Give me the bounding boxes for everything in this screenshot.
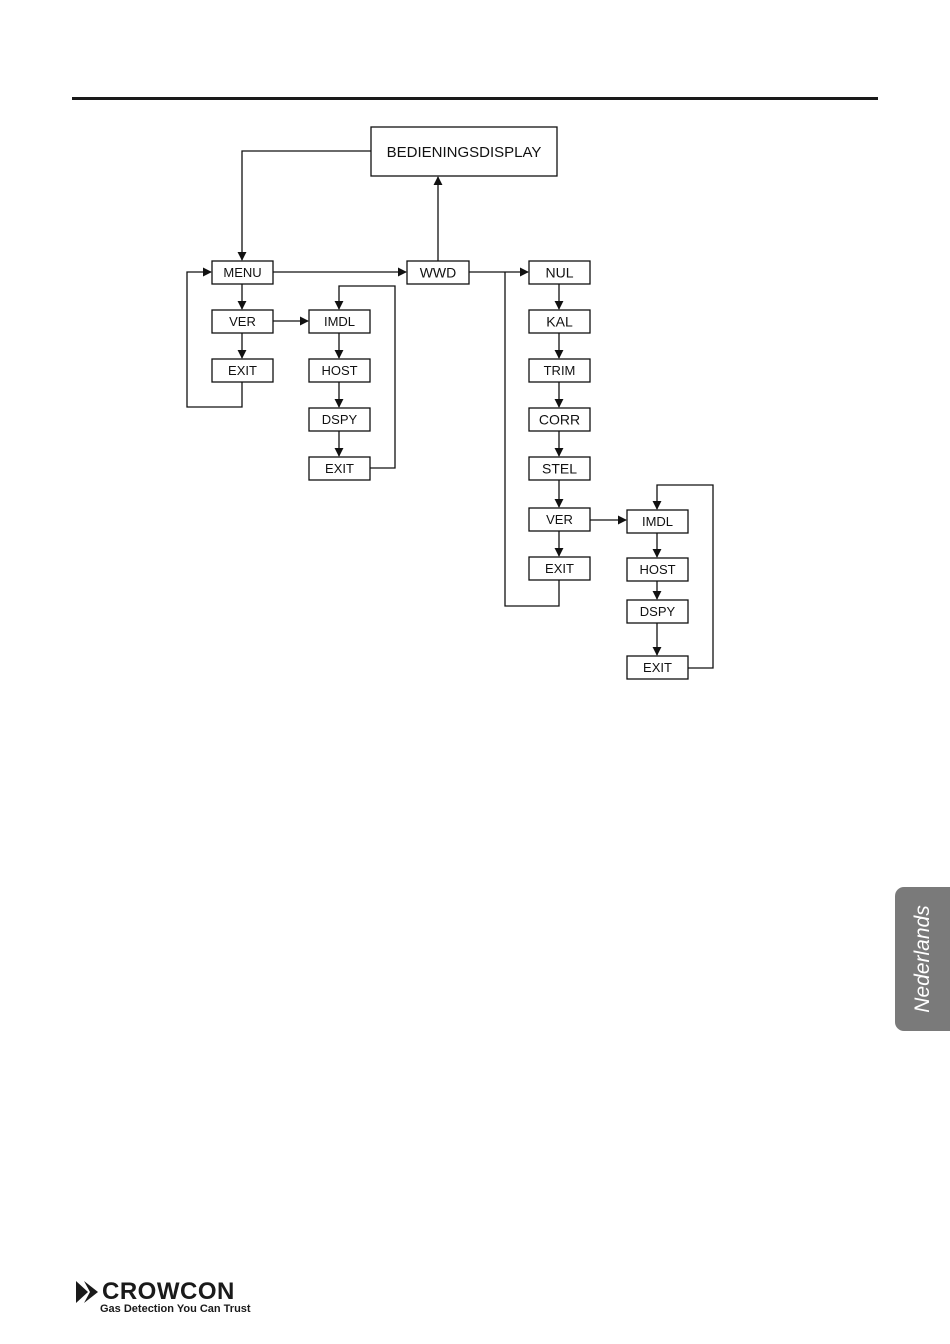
language-tab[interactable]: Nederlands: [895, 887, 950, 1031]
node-host2: HOST: [627, 558, 688, 581]
node-menu-label: MENU: [223, 265, 261, 280]
node-imdl2-label: IMDL: [642, 514, 673, 529]
node-display: BEDIENINGSDISPLAY: [371, 127, 557, 176]
node-ver1-label: VER: [229, 314, 256, 329]
node-menu: MENU: [212, 261, 273, 284]
node-imdl1: IMDL: [309, 310, 370, 333]
node-nul-label: NUL: [545, 265, 573, 281]
node-imdl2: IMDL: [627, 510, 688, 533]
node-kal: KAL: [529, 310, 590, 333]
edge-display-to-menu: [242, 151, 371, 260]
node-nul: NUL: [529, 261, 590, 284]
node-wwd: WWD: [407, 261, 469, 284]
diagram-nodes: BEDIENINGSDISPLAY MENU WWD VER EXIT IMDL HOST D…: [212, 127, 688, 679]
node-dspy1-label: DSPY: [322, 412, 358, 427]
crowcon-logo-icon: [76, 1281, 98, 1303]
node-dspy2-label: DSPY: [640, 604, 676, 619]
node-host2-label: HOST: [639, 562, 675, 577]
node-exit2: EXIT: [309, 457, 370, 480]
node-exit2-label: EXIT: [325, 461, 354, 476]
node-kal-label: KAL: [546, 314, 573, 330]
node-ver2: VER: [529, 508, 590, 531]
node-corr-label: CORR: [539, 412, 580, 428]
node-exit4-label: EXIT: [643, 660, 672, 675]
node-corr: CORR: [529, 408, 590, 431]
node-wwd-label: WWD: [420, 265, 457, 281]
node-ver1: VER: [212, 310, 273, 333]
node-display-label: BEDIENINGSDISPLAY: [387, 144, 542, 161]
node-exit1: EXIT: [212, 359, 273, 382]
edge-exit1-loop-menu: [187, 272, 242, 407]
node-exit1-label: EXIT: [228, 363, 257, 378]
crowcon-logo: CROWCON Gas Detection You Can Trust: [76, 1279, 266, 1319]
node-exit4: EXIT: [627, 656, 688, 679]
node-trim-label: TRIM: [544, 363, 576, 378]
node-dspy2: DSPY: [627, 600, 688, 623]
brand-tagline: Gas Detection You Can Trust: [100, 1303, 251, 1315]
node-imdl1-label: IMDL: [324, 314, 355, 329]
node-trim: TRIM: [529, 359, 590, 382]
node-stel-label: STEL: [542, 461, 577, 477]
brand-name: CROWCON: [102, 1279, 235, 1305]
node-dspy1: DSPY: [309, 408, 370, 431]
node-exit3-label: EXIT: [545, 561, 574, 576]
node-stel: STEL: [529, 457, 590, 480]
language-tab-label: Nederlands: [895, 887, 950, 1031]
node-ver2-label: VER: [546, 512, 573, 527]
node-host1: HOST: [309, 359, 370, 382]
node-host1-label: HOST: [321, 363, 357, 378]
diagram-edges: [187, 151, 713, 668]
node-exit3: EXIT: [529, 557, 590, 580]
